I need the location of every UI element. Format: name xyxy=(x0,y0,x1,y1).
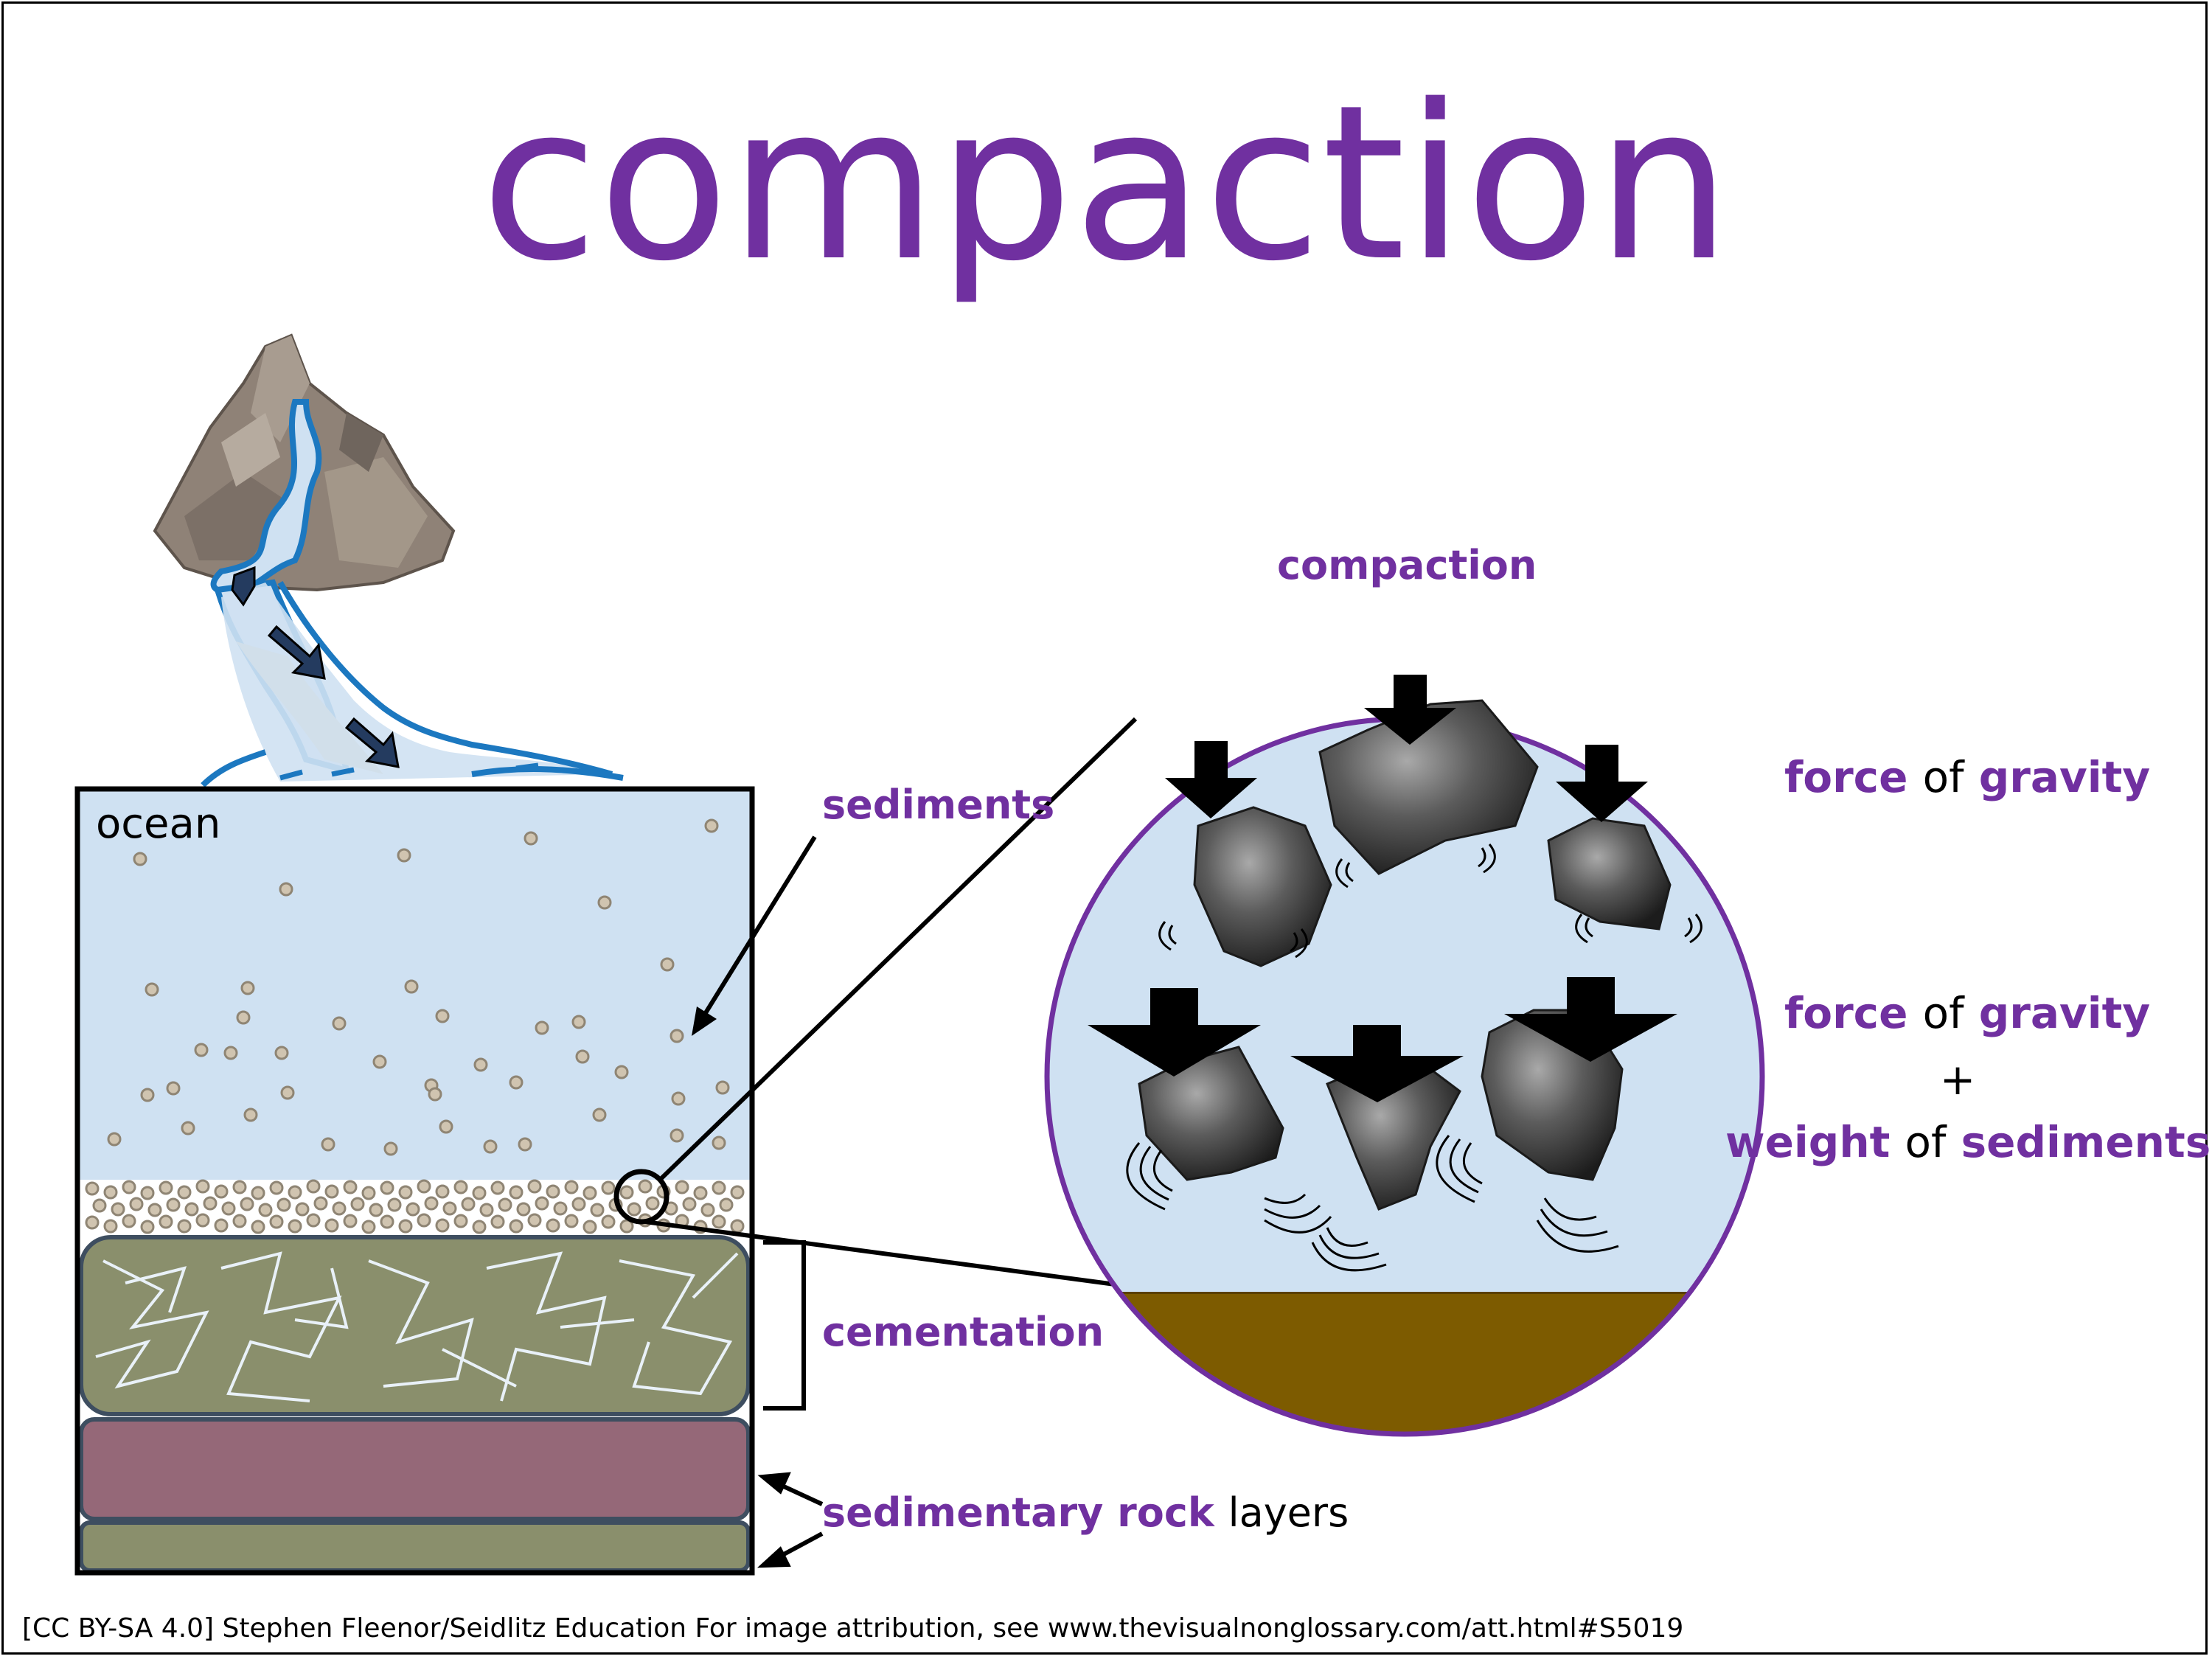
force-word: force xyxy=(1784,752,1908,802)
force-arrow-5 xyxy=(1290,1025,1464,1102)
sediments-word: sediments xyxy=(1961,1117,2211,1167)
attribution-credit: [CC BY-SA 4.0] Stephen Fleenor/Seidlitz … xyxy=(22,1613,1684,1644)
force-arrow-1 xyxy=(1165,741,1257,818)
cementation-label: cementation xyxy=(822,1309,1105,1355)
layers-text: layers xyxy=(1228,1489,1349,1536)
force-arrow-4 xyxy=(1088,988,1261,1077)
river-icon xyxy=(201,399,624,787)
pressure-marks xyxy=(1126,844,1703,1272)
of-word: of xyxy=(1922,752,1964,802)
rock-layer-mauve xyxy=(79,1417,751,1521)
rock-1 xyxy=(1193,806,1332,967)
force-arrows xyxy=(1088,675,1677,1102)
rock-layer-olive xyxy=(79,1520,751,1573)
weight-word: weight xyxy=(1725,1117,1891,1167)
cementation-layer xyxy=(79,1235,751,1416)
zoom-title: compaction xyxy=(1277,542,1537,588)
force-arrow-2 xyxy=(1364,675,1456,745)
compacted-sediment-band xyxy=(85,1179,745,1234)
gravity-word: gravity xyxy=(1978,988,2151,1038)
sediment-grains xyxy=(107,818,730,1156)
rock-layer-arrows xyxy=(757,1472,824,1568)
ocean-border xyxy=(74,786,755,1576)
plus-sign: + xyxy=(1939,1054,1976,1105)
rock-group xyxy=(1138,699,1672,1211)
sedimentary-rock-text: sedimentary rock xyxy=(822,1489,1214,1536)
cementation-bracket xyxy=(763,1240,806,1411)
force-gravity-label-1: force of gravity xyxy=(1784,752,2150,802)
of-word: of xyxy=(1905,1117,1947,1167)
sediments-arrow xyxy=(692,835,817,1036)
sedimentary-rock-layers-label: sedimentary rock layers xyxy=(822,1489,1349,1536)
force-gravity-label-2: force of gravity xyxy=(1784,988,2150,1038)
gravity-word: gravity xyxy=(1978,752,2151,802)
flow-arrows xyxy=(231,566,400,768)
of-word: of xyxy=(1922,988,1964,1038)
force-word: force xyxy=(1784,988,1908,1038)
force-arrow-6 xyxy=(1504,977,1677,1062)
magnifier-lines xyxy=(613,717,1298,1311)
page-title: compaction xyxy=(480,60,1732,308)
sediments-label: sediments xyxy=(822,782,1055,828)
weight-of-sediments-label: weight of sediments xyxy=(1725,1117,2211,1167)
ocean-label: ocean xyxy=(96,800,221,848)
force-arrow-3 xyxy=(1556,745,1648,822)
